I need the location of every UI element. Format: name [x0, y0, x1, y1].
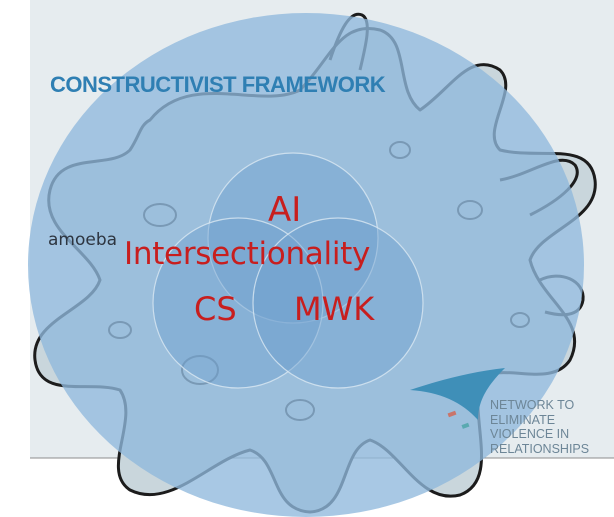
venn-diagram	[152, 152, 424, 389]
org-name-line: NETWORK TO	[490, 398, 575, 412]
framework-title: CONSTRUCTIVIST FRAMEWORK	[50, 72, 386, 97]
org-name-line: RELATIONSHIPS	[490, 441, 590, 456]
org-name-line: ELIMINATE	[490, 412, 556, 427]
org-name: NETWORK TO ELIMINATE VIOLENCE IN RELATIO…	[490, 398, 610, 456]
venn-circle-right	[252, 217, 424, 389]
venn-label-cs: CS	[194, 290, 237, 328]
logo-sail	[410, 368, 505, 420]
venn-label-intersectionality: Intersectionality	[124, 236, 371, 272]
amoeba-label: amoeba	[48, 230, 118, 250]
venn-label-ai: AI	[268, 190, 302, 230]
venn-circle-left	[152, 217, 324, 389]
venn-label-mwk: MWK	[294, 290, 375, 328]
logo-mark-red	[447, 410, 457, 418]
logo-mark-teal	[461, 422, 470, 429]
org-name-line: VIOLENCE IN	[490, 427, 570, 441]
org-logo-icon	[410, 368, 505, 429]
